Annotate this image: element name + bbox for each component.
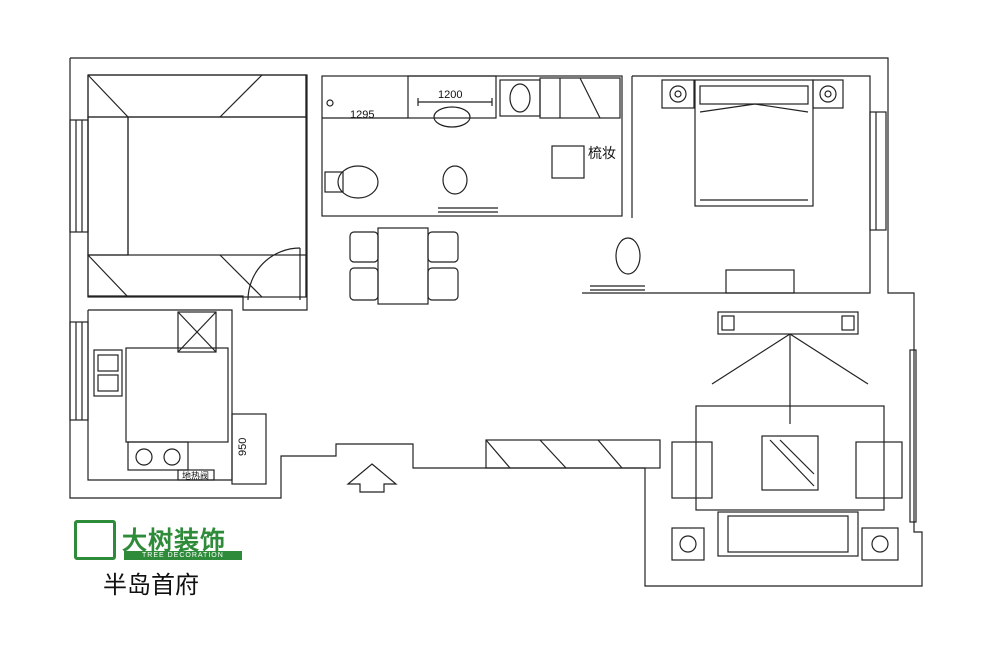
nightstand-right <box>812 79 844 109</box>
floor-heating-valve-label: 地热阀 <box>182 470 209 482</box>
brand-logo: 大树装饰 TREE DECORATION <box>74 520 244 564</box>
person-figure <box>337 165 379 199</box>
person-figure <box>442 165 468 195</box>
bathroom <box>321 75 623 217</box>
basin <box>433 106 471 128</box>
brand-name: 大树装饰 <box>122 526 227 555</box>
project-name: 半岛首府 <box>103 571 199 599</box>
stove <box>127 441 189 471</box>
window-left-lower <box>69 321 89 421</box>
vanity-dimension-label: 1295 <box>350 109 374 121</box>
outer-wall <box>69 57 923 587</box>
kitchen <box>87 309 267 485</box>
sofa <box>717 511 859 557</box>
basin-dimension-label: 1200 <box>438 89 462 101</box>
heater-icon <box>326 99 334 107</box>
living-room <box>671 311 917 561</box>
tv-cabinet <box>717 311 859 335</box>
wardrobe-room <box>87 74 307 298</box>
fridge <box>177 311 217 353</box>
master-bedroom <box>582 75 887 294</box>
armchair-right <box>855 441 903 499</box>
sink <box>93 349 123 397</box>
vanity-stool <box>551 145 585 179</box>
dining-table <box>349 227 459 305</box>
tree-logo-icon <box>74 520 116 560</box>
toilet-cistern <box>499 79 541 117</box>
coffee-table <box>761 435 819 491</box>
dressing-room-label: 梳妆 <box>588 146 616 162</box>
bed <box>694 79 814 207</box>
entrance-arrow-icon <box>346 463 398 493</box>
armchair-left <box>671 441 713 499</box>
window-left-upper <box>69 119 89 233</box>
shoe-cabinet <box>485 439 661 469</box>
corridor-dimension-label: 950 <box>237 438 249 456</box>
brand-tagline: TREE DECORATION <box>124 551 242 560</box>
nightstand-left <box>661 79 695 109</box>
person-figure <box>615 237 641 275</box>
